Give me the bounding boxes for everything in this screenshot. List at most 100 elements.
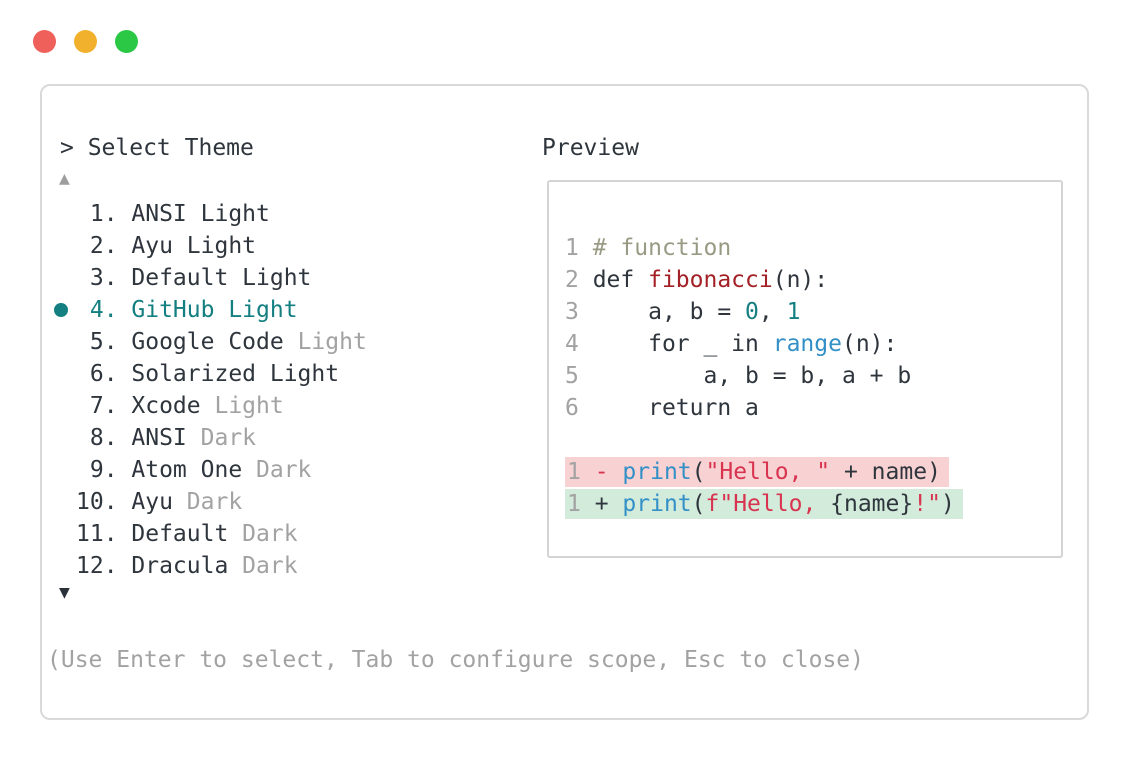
- theme-item-number: 12.: [76, 553, 132, 579]
- help-text: (Use Enter to select, Tab to configure s…: [47, 647, 864, 673]
- line-number: 1: [565, 235, 593, 261]
- theme-item-number: 3.: [76, 265, 132, 291]
- code-token-teal: 0: [745, 299, 759, 325]
- theme-item-ayu[interactable]: 10. Ayu Dark: [42, 486, 522, 518]
- code-token-blue: range: [772, 331, 842, 357]
- code-token-dark: def: [592, 267, 649, 293]
- theme-item-variant-tag: Dark: [228, 521, 298, 547]
- theme-item-label: Google Code: [131, 329, 284, 355]
- theme-item-ansi[interactable]: 8. ANSI Dark: [42, 422, 522, 454]
- theme-item-number: 7.: [76, 393, 132, 419]
- code-token-dark: a, b =: [592, 299, 746, 325]
- theme-item-atom-one[interactable]: 9. Atom One Dark: [42, 454, 522, 486]
- code-line: 5 a, b = b, a + b: [565, 360, 1061, 392]
- theme-item-label: Xcode: [131, 393, 201, 419]
- selected-dot: [54, 303, 68, 317]
- theme-item-label: Ayu Light: [131, 233, 257, 259]
- code-token-comment: # function: [592, 235, 732, 261]
- code-token-dark: ,: [758, 299, 787, 325]
- theme-item-number: 9.: [76, 457, 132, 483]
- theme-item-xcode[interactable]: 7. Xcode Light: [42, 390, 522, 422]
- theme-item-google-code[interactable]: 5. Google Code Light: [42, 326, 522, 358]
- code-token-dark: ): [940, 491, 955, 517]
- code-token-dark: {name}: [830, 491, 914, 517]
- diff-line-removed: 1 - print("Hello, " + name): [565, 456, 1061, 488]
- theme-item-variant-tag: Light: [283, 329, 367, 355]
- preview-label: Preview: [542, 135, 639, 161]
- window-controls: [33, 30, 156, 53]
- theme-item-solarized-light[interactable]: 6. Solarized Light: [42, 358, 522, 390]
- theme-list: 1. ANSI Light 2. Ayu Light 3. Default Li…: [42, 198, 522, 582]
- line-number: 4: [565, 331, 593, 357]
- code-line: 1 # function: [565, 232, 1061, 264]
- code-line: 2 def fibonacci(n):: [565, 264, 1061, 296]
- theme-item-label: ANSI: [131, 425, 187, 451]
- diff-highlight-removed: 1 - print("Hello, " + name): [565, 457, 949, 487]
- line-number: 6: [565, 395, 593, 421]
- line-number: 3: [565, 299, 593, 325]
- theme-item-label: Solarized Light: [131, 361, 340, 387]
- theme-item-variant-tag: Light: [200, 393, 284, 419]
- code-token-string: f"Hello,: [705, 491, 831, 517]
- code-token-string: -: [594, 459, 623, 485]
- theme-item-variant-tag: Dark: [186, 425, 257, 451]
- code-line: 6 return a: [565, 392, 1061, 424]
- theme-item-label: Default Light: [131, 265, 312, 291]
- code-token-dark: a, b = b, a + b: [592, 363, 912, 389]
- code-line: 3 a, b = 0, 1: [565, 296, 1061, 328]
- code-token-func: fibonacci: [648, 267, 773, 293]
- theme-item-number: 5.: [76, 329, 132, 355]
- code-token-dark: +: [594, 491, 623, 517]
- diff-highlight-added: 1 + print(f"Hello, {name}!"): [565, 489, 963, 519]
- theme-item-number: 4.: [76, 297, 132, 323]
- code-token-teal: 1: [786, 299, 801, 325]
- theme-item-label: ANSI Light: [131, 201, 270, 227]
- code-token-dark: (n):: [772, 267, 829, 293]
- theme-item-ansi-light[interactable]: 1. ANSI Light: [42, 198, 522, 230]
- theme-item-variant-tag: Dark: [228, 553, 298, 579]
- theme-item-default[interactable]: 11. Default Dark: [42, 518, 522, 550]
- scroll-up-indicator[interactable]: ▲: [59, 168, 70, 189]
- theme-item-label: Atom One: [131, 457, 243, 483]
- theme-item-label: GitHub Light: [131, 297, 298, 323]
- theme-item-label: Default: [131, 521, 229, 547]
- theme-item-number: 2.: [76, 233, 132, 259]
- code-token-blue: print: [622, 459, 692, 485]
- theme-item-ayu-light[interactable]: 2. Ayu Light: [42, 230, 522, 262]
- line-number: 1: [567, 491, 595, 517]
- theme-item-variant-tag: Dark: [172, 489, 243, 515]
- theme-item-github-light[interactable]: 4. GitHub Light: [42, 294, 522, 326]
- maximize-button[interactable]: [115, 30, 138, 53]
- code-token-dark: return a: [592, 395, 759, 421]
- theme-item-label: Ayu: [131, 489, 173, 515]
- theme-item-number: 8.: [76, 425, 132, 451]
- code-token-string: "Hello, ": [705, 459, 831, 485]
- code-token-dark: (: [691, 459, 706, 485]
- code-token-dark: (: [691, 491, 706, 517]
- scroll-down-indicator[interactable]: ▼: [59, 582, 70, 603]
- line-number: 5: [565, 363, 593, 389]
- minimize-button[interactable]: [74, 30, 97, 53]
- theme-item-number: 6.: [76, 361, 132, 387]
- theme-picker-window: > Select Theme Preview ▲ 1. ANSI Light 2…: [40, 84, 1089, 720]
- theme-item-dracula[interactable]: 12. Dracula Dark: [42, 550, 522, 582]
- close-button[interactable]: [33, 30, 56, 53]
- code-line-blank: [565, 424, 1061, 456]
- line-number: 1: [567, 459, 595, 485]
- theme-item-label: Dracula: [131, 553, 229, 579]
- code-token-dark: (n):: [841, 331, 898, 357]
- theme-item-default-light[interactable]: 3. Default Light: [42, 262, 522, 294]
- code-line: 4 for _ in range(n):: [565, 328, 1061, 360]
- code-token-string: !": [913, 491, 941, 517]
- picker-prompt: > Select Theme: [60, 135, 254, 161]
- code-token-dark: for _ in: [592, 331, 773, 357]
- theme-item-number: 1.: [76, 201, 132, 227]
- code-token-blue: print: [622, 491, 692, 517]
- theme-item-number: 11.: [76, 521, 132, 547]
- line-number: 2: [565, 267, 593, 293]
- code-token-dark: + name): [830, 459, 941, 485]
- diff-line-added: 1 + print(f"Hello, {name}!"): [565, 488, 1061, 520]
- theme-item-variant-tag: Dark: [242, 457, 312, 483]
